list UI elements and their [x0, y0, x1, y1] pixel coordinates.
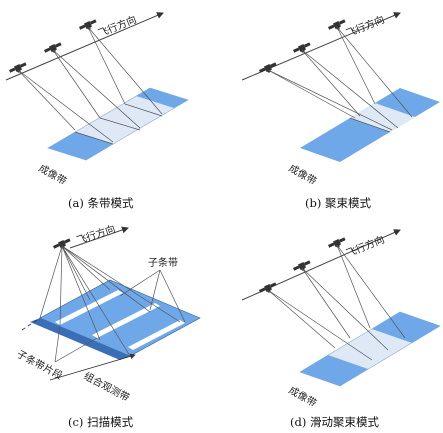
- panel-c-flight-path: [69, 226, 129, 249]
- panel-a-caption: (a) 条带模式: [68, 196, 134, 210]
- satellite-icon: [78, 19, 97, 30]
- panel-d-beams: [267, 244, 406, 361]
- panel-c-caption: (c) 扫描模式: [68, 415, 134, 429]
- panel-c-flight-label: 飞行方向: [75, 222, 117, 247]
- panel-b-beams: [267, 26, 413, 133]
- panel-a-stripmap: 飞行方向 成像带 (a) 条带模式: [5, 12, 189, 210]
- panel-c-scan: 飞行方向 子条带 子条带片段 组合观测带 (c) 扫描模式: [15, 222, 201, 429]
- panel-d-swath-end: [372, 312, 440, 343]
- panel-c-segment-label: 子条带片段: [15, 347, 65, 382]
- panel-b-swath-label: 成像带: [287, 162, 319, 187]
- satellite-icon: [43, 42, 62, 53]
- satellite-icon: [292, 260, 311, 271]
- panel-a-beams: [17, 26, 163, 145]
- satellite-icon: [292, 42, 311, 53]
- panel-b-swath-focus: [350, 103, 415, 132]
- panel-c-dashed-edge: [21, 317, 41, 331]
- panel-c-substrip-label: 子条带: [148, 256, 178, 269]
- satellite-icon: [258, 282, 277, 293]
- panel-b-spotlight: 飞行方向 成像带 (b) 聚束模式: [241, 12, 440, 210]
- panel-c-swath-edge: [30, 318, 130, 360]
- panel-d-swath-label: 成像带: [287, 384, 319, 409]
- panel-a-swath-end: [136, 88, 188, 108]
- panel-c-combined-arrow: [49, 353, 136, 381]
- panel-d-swath-start: [300, 355, 368, 386]
- panel-c-beams: [39, 245, 186, 363]
- panel-b-caption: (b) 聚束模式: [305, 196, 371, 210]
- satellite-icon: [327, 237, 346, 248]
- panel-c-combined-label: 组合观测带: [82, 369, 132, 404]
- panel-d-caption: (d) 滑动聚束模式: [290, 415, 379, 429]
- panel-a-flight-path: [5, 12, 164, 81]
- satellite-icon: [8, 62, 27, 73]
- panel-b-flight-label: 飞行方向: [344, 13, 386, 40]
- panel-d-flight-label: 飞行方向: [344, 233, 386, 260]
- panel-c-gap: [92, 303, 160, 338]
- panel-c-gap: [128, 320, 185, 350]
- satellite-icon: [258, 62, 277, 73]
- panel-d-sliding-spotlight: 飞行方向 成像带 (d) 滑动聚束模式: [241, 229, 441, 429]
- panel-a-flight-label: 飞行方向: [96, 13, 138, 40]
- panel-a-swath-label: 成像带: [37, 162, 69, 187]
- panel-c-gap: [55, 290, 123, 325]
- satellite-icon: [327, 19, 346, 30]
